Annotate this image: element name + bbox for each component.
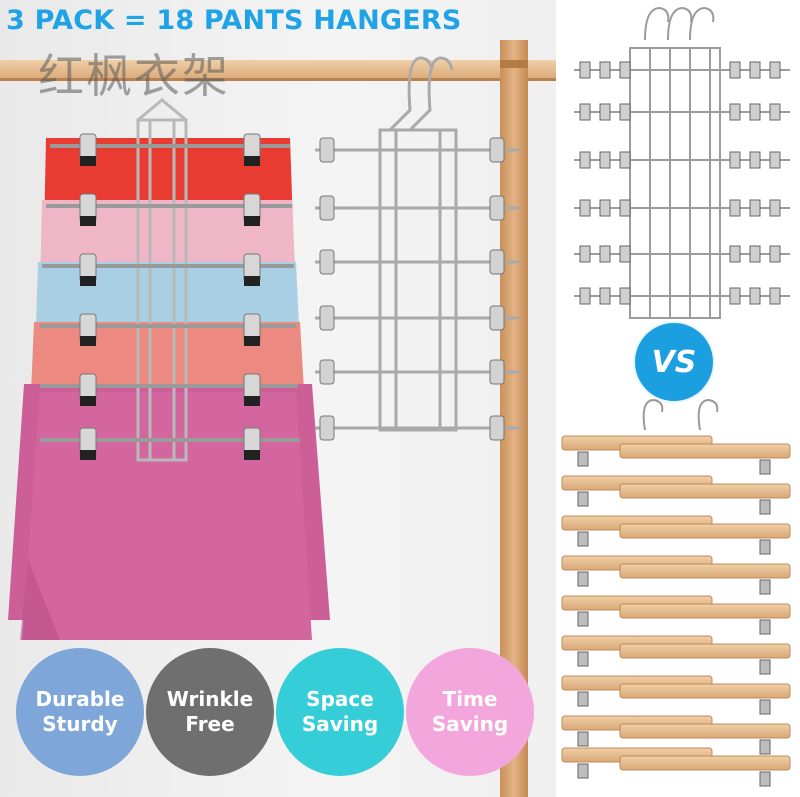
badge-line1: Space bbox=[306, 687, 374, 711]
empty-hanger-clips bbox=[319, 137, 505, 441]
badge-line2: Free bbox=[185, 712, 235, 736]
vs-label: VS bbox=[632, 320, 716, 404]
headline: 3 PACK = 18 PANTS HANGERS bbox=[6, 5, 462, 36]
badge-line2: Saving bbox=[431, 712, 509, 736]
badge-line1: Durable bbox=[35, 687, 125, 711]
badge-durable-sturdy: Durable Sturdy bbox=[16, 648, 144, 776]
badge-line2: Saving bbox=[301, 712, 379, 736]
hanger-bars-main bbox=[40, 133, 300, 460]
vs-text: VS bbox=[651, 344, 697, 380]
diagram-clips bbox=[579, 61, 781, 305]
vs-circle-icon bbox=[633, 321, 715, 403]
badge-line2: Sturdy bbox=[42, 712, 118, 736]
badge-line1: Wrinkle bbox=[166, 687, 254, 711]
wooden-hangers-stack bbox=[561, 398, 791, 787]
tiered-hanger-main bbox=[136, 98, 188, 462]
badge-line1: Time bbox=[442, 687, 498, 711]
badge-time-saving: Time Saving bbox=[406, 648, 534, 776]
tiered-hangers-empty bbox=[315, 56, 520, 432]
badge-space-saving: Space Saving bbox=[276, 648, 404, 776]
badge-wrinkle-free: Wrinkle Free bbox=[146, 648, 274, 776]
skirts-stack bbox=[8, 138, 330, 640]
watermark-text: 红枫衣架 bbox=[38, 49, 230, 103]
